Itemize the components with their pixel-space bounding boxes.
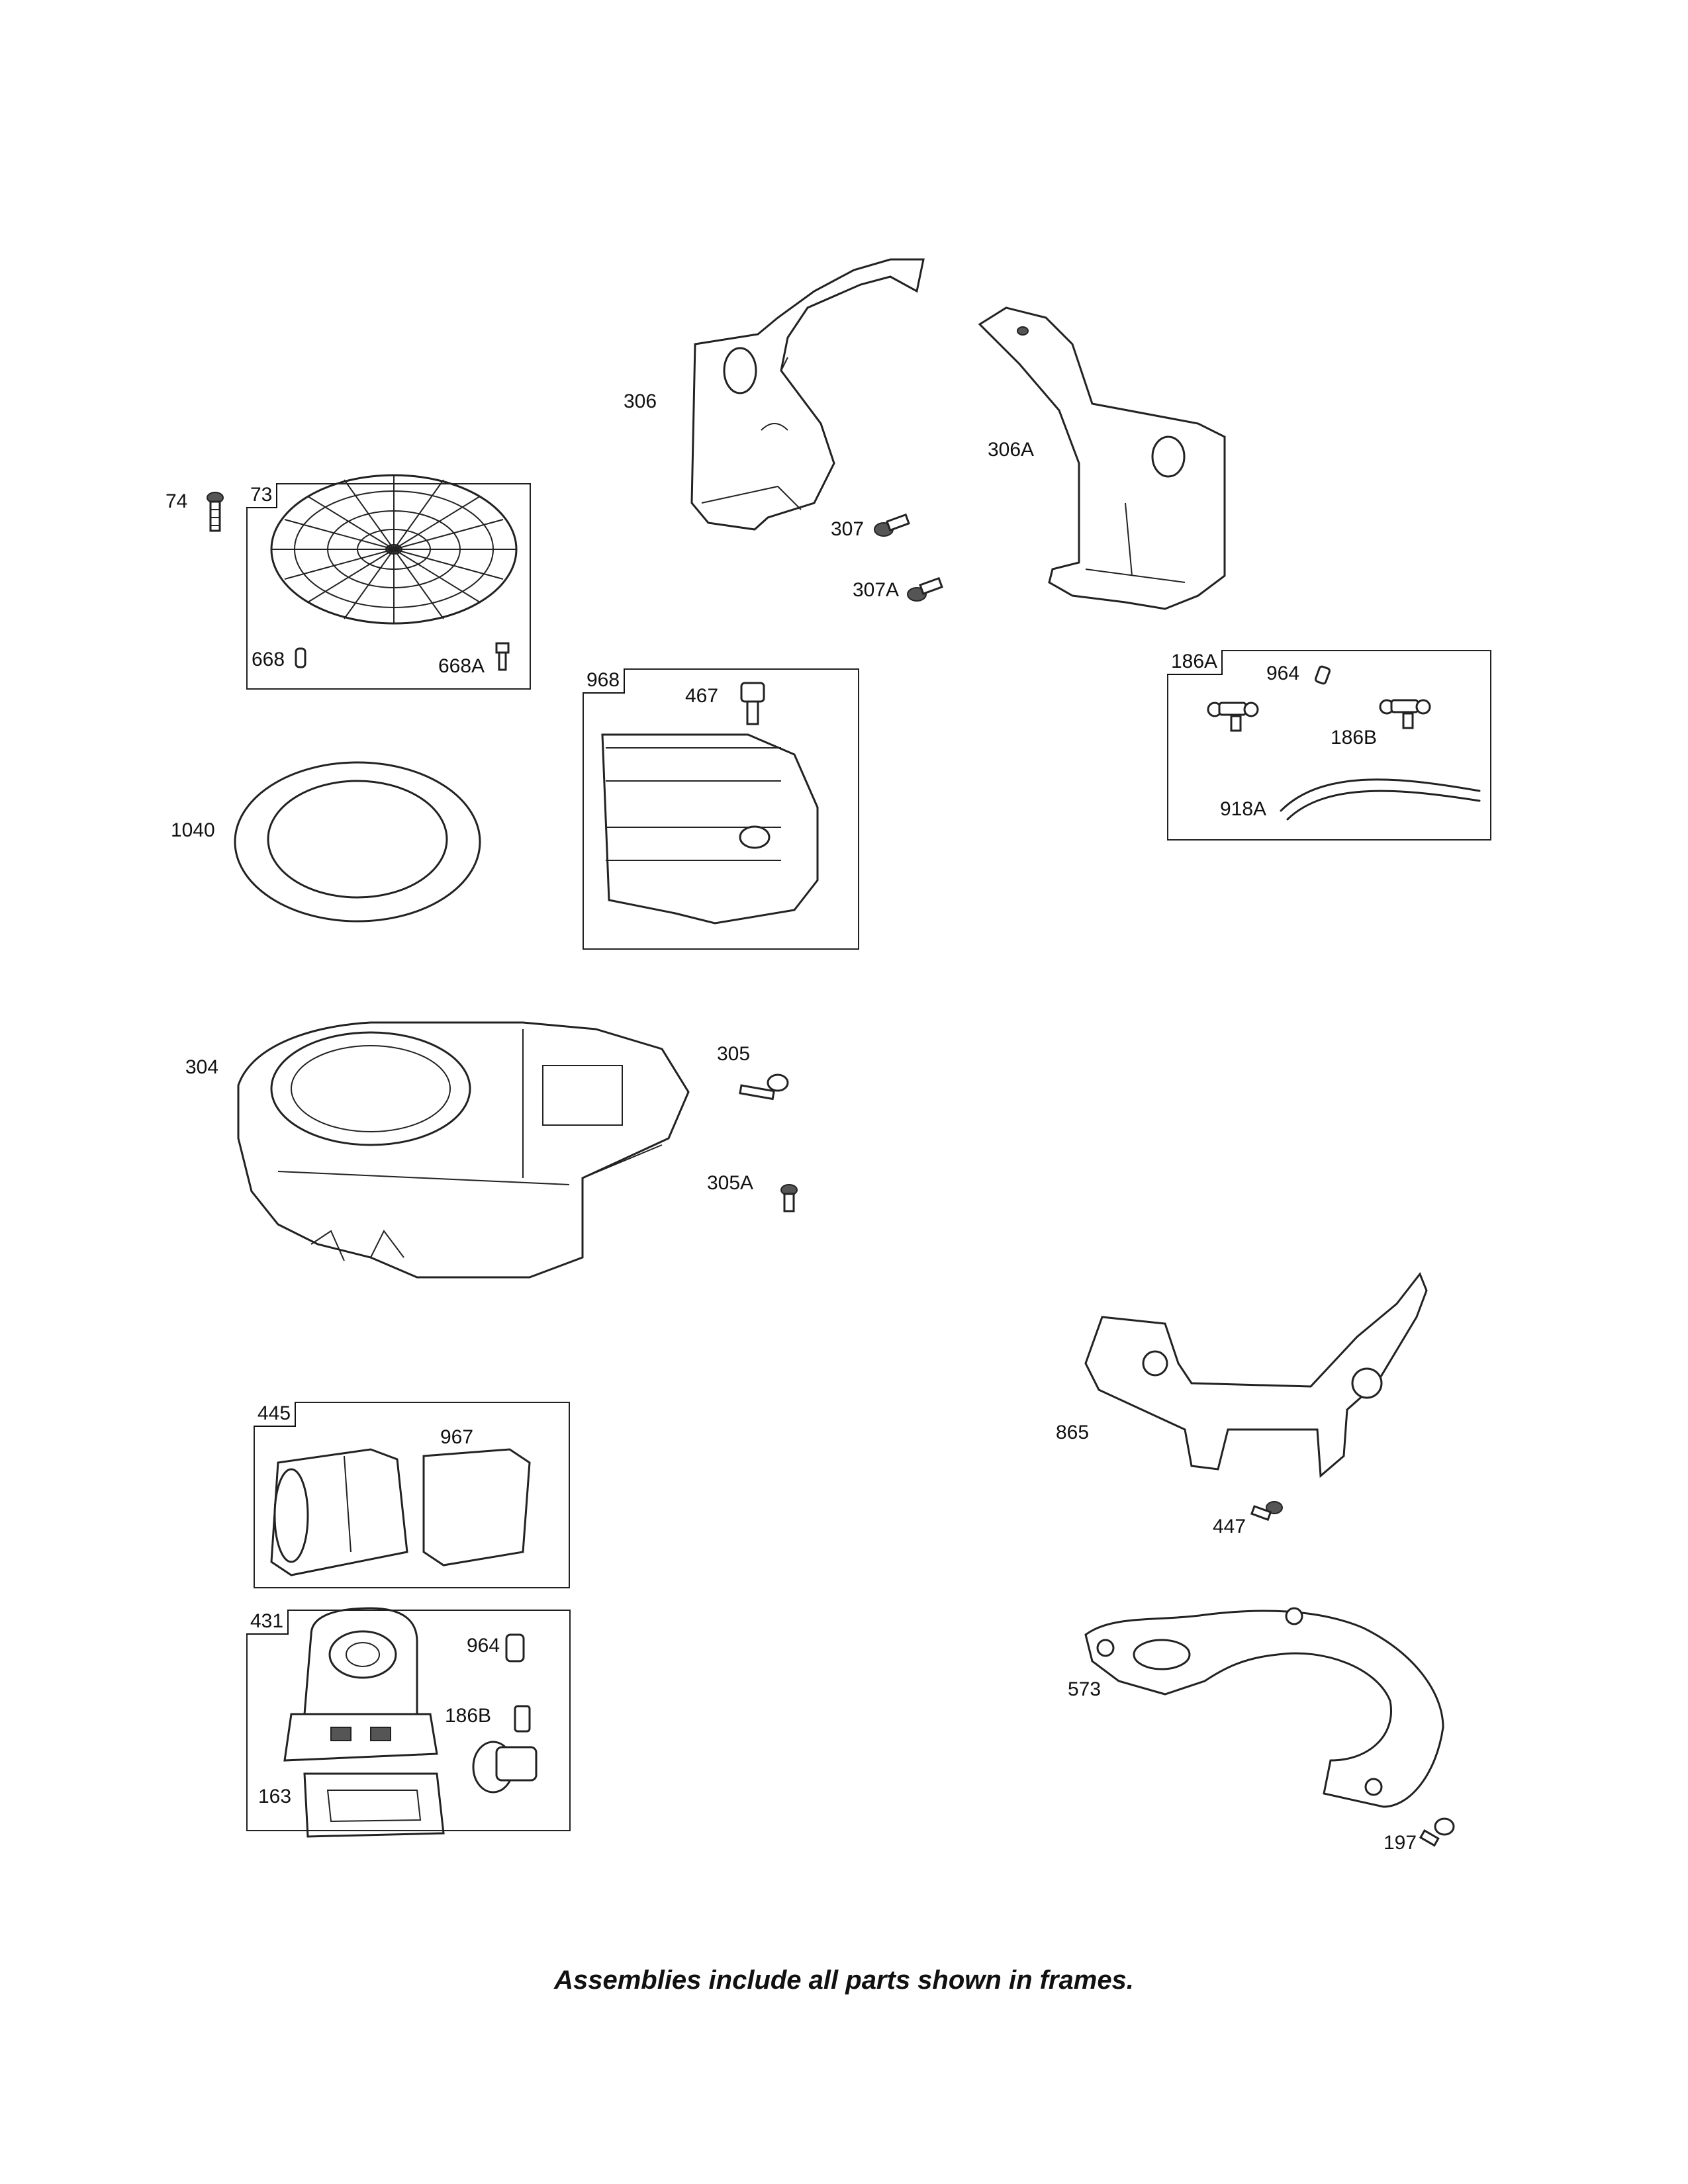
label-186B-bottom: 186B xyxy=(445,1705,492,1727)
label-447: 447 xyxy=(1213,1516,1246,1537)
bolt-197-drawing xyxy=(1419,1817,1455,1847)
frame-73 xyxy=(246,483,531,690)
label-967: 967 xyxy=(440,1426,474,1448)
label-1040: 1040 xyxy=(171,819,215,841)
label-668A: 668A xyxy=(438,655,485,677)
frame-tag-445: 445 xyxy=(254,1402,297,1427)
label-964-top: 964 xyxy=(1266,662,1300,684)
label-964-bottom: 964 xyxy=(467,1635,500,1657)
gasket-163-drawing xyxy=(303,1772,445,1838)
assemblies-note: Assemblies include all parts shown in fr… xyxy=(554,1966,1134,1995)
bolt-305-drawing xyxy=(739,1073,789,1101)
air-filter-445-drawing xyxy=(270,1448,531,1576)
label-306A: 306A xyxy=(988,439,1035,461)
label-573: 573 xyxy=(1068,1678,1102,1700)
bolt-668A-drawing xyxy=(495,642,510,671)
screw-305A-drawing xyxy=(780,1184,798,1212)
frame-431 xyxy=(246,1610,571,1831)
intake-431-drawing xyxy=(283,1607,438,1762)
frame-tag-73: 73 xyxy=(246,483,278,508)
label-197: 197 xyxy=(1383,1832,1417,1854)
hose-918A-drawing xyxy=(1280,778,1481,821)
label-306: 306 xyxy=(624,390,657,412)
rotating-screen-73-drawing xyxy=(270,474,518,625)
label-305A: 305A xyxy=(707,1172,754,1194)
frame-445 xyxy=(254,1402,570,1588)
knob-467-drawing xyxy=(740,682,765,725)
shroud-306A-drawing xyxy=(978,306,1226,610)
sleeve-964-bottom-drawing xyxy=(505,1633,525,1662)
bolt-307A-drawing xyxy=(907,576,943,602)
seal-1040-drawing xyxy=(234,761,481,923)
frame-tag-968: 968 xyxy=(583,668,626,694)
baffle-573-drawing xyxy=(1084,1607,1444,1808)
label-307A: 307A xyxy=(853,579,900,601)
blower-housing-304-drawing xyxy=(237,1021,690,1279)
label-163: 163 xyxy=(258,1786,292,1807)
pin-668-drawing xyxy=(295,647,306,668)
fitting-186B-bottom-drawing xyxy=(472,1705,538,1794)
label-467: 467 xyxy=(685,685,719,707)
label-865: 865 xyxy=(1056,1422,1090,1443)
frame-tag-431: 431 xyxy=(246,1610,289,1635)
label-307: 307 xyxy=(831,518,865,540)
bolt-307-drawing xyxy=(874,513,910,537)
cover-968-drawing xyxy=(601,733,819,925)
fitting-186B-top-drawing xyxy=(1379,699,1431,729)
fitting-964-top-drawing xyxy=(1315,665,1331,685)
frame-tag-186A: 186A xyxy=(1167,650,1223,675)
label-74: 74 xyxy=(165,490,188,512)
label-918A: 918A xyxy=(1220,798,1267,820)
frame-968 xyxy=(583,668,859,950)
bracket-865-drawing xyxy=(1084,1272,1428,1479)
shroud-306-drawing xyxy=(690,258,925,531)
label-668: 668 xyxy=(252,649,285,670)
screw-74-drawing xyxy=(207,492,224,532)
frame-186A xyxy=(1167,650,1491,841)
fitting-186A-drawing xyxy=(1207,702,1259,732)
label-186B-top: 186B xyxy=(1331,727,1378,749)
label-304: 304 xyxy=(185,1056,219,1078)
label-305: 305 xyxy=(717,1043,751,1065)
screw-447-drawing xyxy=(1250,1501,1283,1522)
